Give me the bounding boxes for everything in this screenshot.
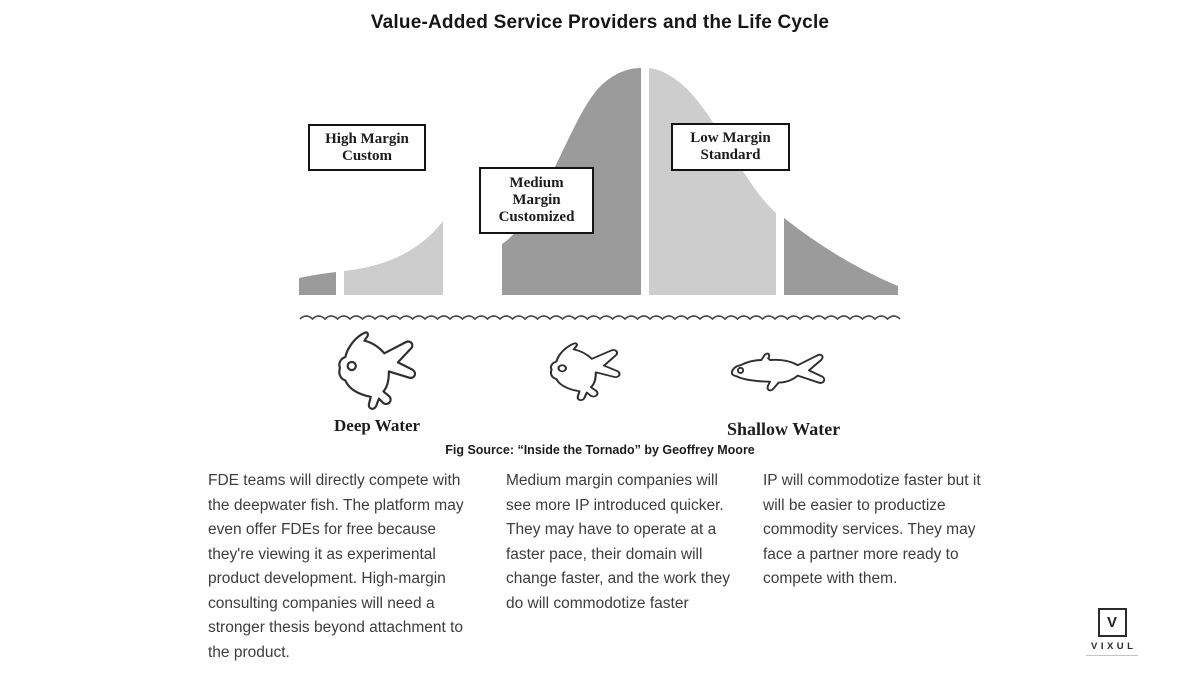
vixul-logo-mark-icon: V — [1097, 608, 1127, 637]
page-title: Value-Added Service Providers and the Li… — [370, 12, 830, 33]
logo-letter: V — [1106, 614, 1117, 631]
label-line: Margin — [512, 192, 561, 208]
label-line: Standard — [700, 147, 761, 163]
waterline-wave — [299, 315, 901, 321]
curve-segment-left-tail-stub — [299, 272, 336, 295]
label-box-medium-margin-customized: Medium Margin Customized — [479, 167, 594, 234]
logo-wordmark: VIXUL — [1091, 641, 1137, 652]
curve-segment-bell-right-half — [649, 68, 776, 295]
insight-column-deep-water: FDE teams will directly compete with the… — [208, 472, 464, 661]
label-line: Custom — [341, 147, 392, 164]
label-line: Customized — [498, 209, 575, 225]
curve-segment-early-market-wedge — [344, 221, 443, 295]
deep-water-label: Deep Water — [334, 416, 421, 435]
label-box-high-margin-custom: High Margin Custom — [308, 124, 426, 171]
shallow-water-label: Shallow Water — [727, 419, 841, 439]
label-box-low-margin-standard: Low Margin Standard — [671, 123, 790, 171]
curve-segment-right-tail — [784, 218, 898, 295]
insight-column-shallow-water: IP will commodotize faster but it will b… — [763, 472, 981, 587]
insight-column-medium-margin: Medium margin companies will see more IP… — [506, 472, 731, 612]
label-line: High Margin — [325, 130, 409, 147]
vixul-logo: V VIXUL — [1086, 608, 1138, 656]
medium-water-fish-icon — [549, 342, 621, 401]
label-line: Low Margin — [690, 130, 771, 146]
deep-water-fish-icon — [338, 331, 417, 410]
label-line: Medium — [509, 175, 564, 191]
logo-underline — [1086, 655, 1138, 656]
figure-source-caption: Fig Source: “Inside the Tornado” by Geof… — [445, 443, 755, 457]
shallow-water-fish-icon — [730, 352, 826, 392]
